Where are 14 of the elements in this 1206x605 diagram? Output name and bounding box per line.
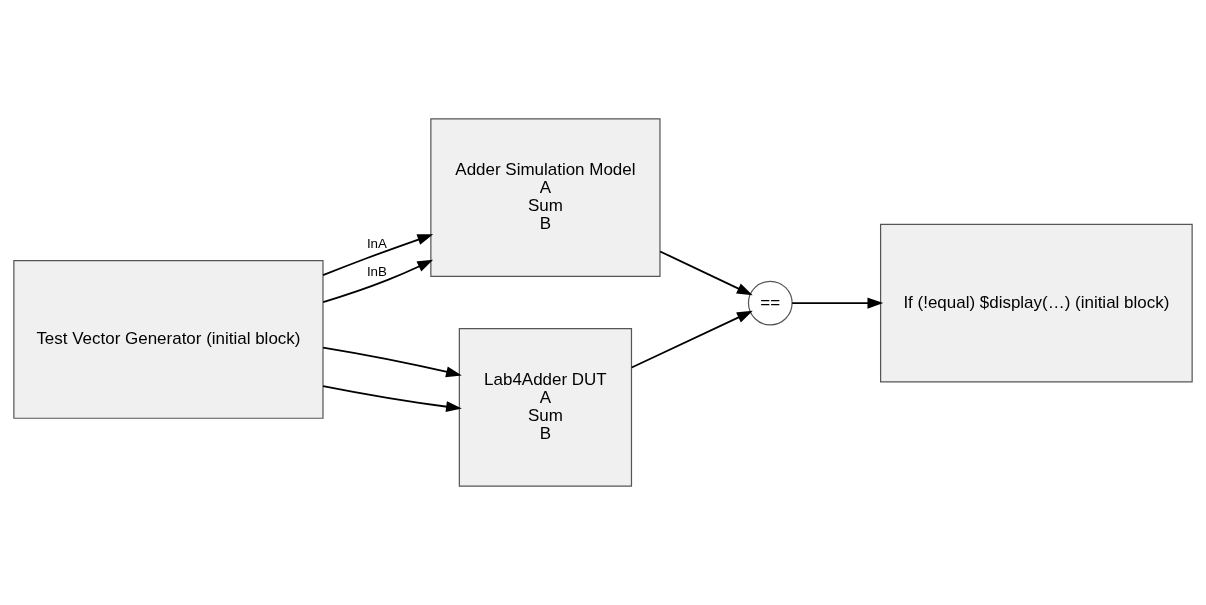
arrow: [659, 250, 753, 296]
arrow: [791, 297, 884, 309]
edge-label: InA: [366, 236, 387, 252]
arrow: [322, 259, 434, 303]
arrow: [322, 346, 462, 378]
node-box: Lab4Adder DUT A Sum B: [458, 327, 633, 487]
node-box: If (!equal) $display(…) (initial block): [880, 223, 1193, 383]
node-circle: ==: [747, 280, 793, 326]
arrow: [322, 234, 434, 277]
arrow: [322, 385, 462, 413]
arrow: [630, 310, 753, 369]
node-box: Test Vector Generator (initial block): [13, 260, 324, 419]
edge-label: InB: [366, 264, 387, 280]
node-box: Adder Simulation Model A Sum B: [430, 118, 661, 278]
